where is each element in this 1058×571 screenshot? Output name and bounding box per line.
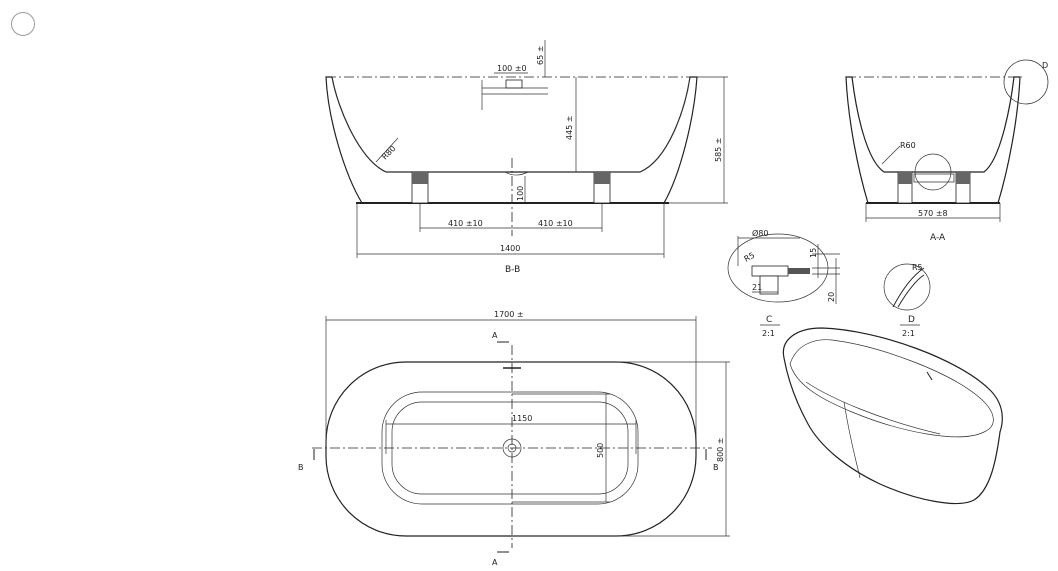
bb-drain-dim: 100 <box>516 186 525 201</box>
detail-c-title: C <box>766 315 772 325</box>
plan-inner-width: 500 <box>596 443 605 458</box>
plan-overall-width: 800 ± <box>716 437 725 462</box>
bb-height-dim: 585 ± <box>714 137 723 162</box>
detail-c-scale: 2:1 <box>762 329 775 338</box>
plan-section-mark-top: A <box>492 331 498 340</box>
detail-c-dim-c: 21 <box>752 283 762 292</box>
isometric-view <box>782 327 1003 505</box>
aa-radius: R60 <box>900 141 916 150</box>
plan-section-mark-bottom: A <box>492 558 498 567</box>
detail-d-scale: 2:1 <box>902 329 915 338</box>
plan-section-mark-left: B <box>298 463 304 472</box>
detail-c-dim-a: 15 <box>809 248 818 258</box>
aa-title: A-A <box>930 233 946 243</box>
aa-detail-marker: D <box>1042 61 1048 70</box>
bb-radius: R80 <box>380 144 398 162</box>
bb-top-small-dim: 65 ± <box>536 46 545 65</box>
plan-view: 1700 ± 1150 500 800 ± A A B B <box>298 310 730 567</box>
detail-c-diameter: Ø80 <box>752 228 768 238</box>
corner-circle-icon <box>11 12 35 36</box>
detail-c-dim-b: 20 <box>827 292 836 302</box>
plan-overall-length: 1700 ± <box>494 310 524 319</box>
plan-section-mark-right: B <box>713 463 719 472</box>
bb-title: B-B <box>505 265 520 275</box>
section-aa-view: R60 D 570 ±8 A-A <box>845 59 1049 243</box>
detail-d-title: D <box>908 315 915 325</box>
plan-inner-length: 1150 <box>512 414 532 423</box>
bb-foot-left-dim: 410 ±10 <box>448 219 483 228</box>
detail-d: R5 D 2:1 <box>883 263 931 338</box>
bb-top-dim: 100 ±0 <box>497 64 527 73</box>
section-bb-view: 100 ±0 65 ± 445 ± 585 ± R80 100 410 ±10 … <box>325 40 728 275</box>
aa-base-dim: 570 ±8 <box>918 209 948 218</box>
bb-foot-right-dim: 410 ±10 <box>538 219 573 228</box>
detail-d-radius: R5 <box>912 263 923 272</box>
detail-c: Ø80 R5 15 20 21 C 2:1 <box>727 228 840 338</box>
bb-depth-dim: 445 ± <box>565 115 574 140</box>
bb-overall-base: 1400 <box>500 244 520 253</box>
detail-c-radius: R5 <box>743 251 757 264</box>
